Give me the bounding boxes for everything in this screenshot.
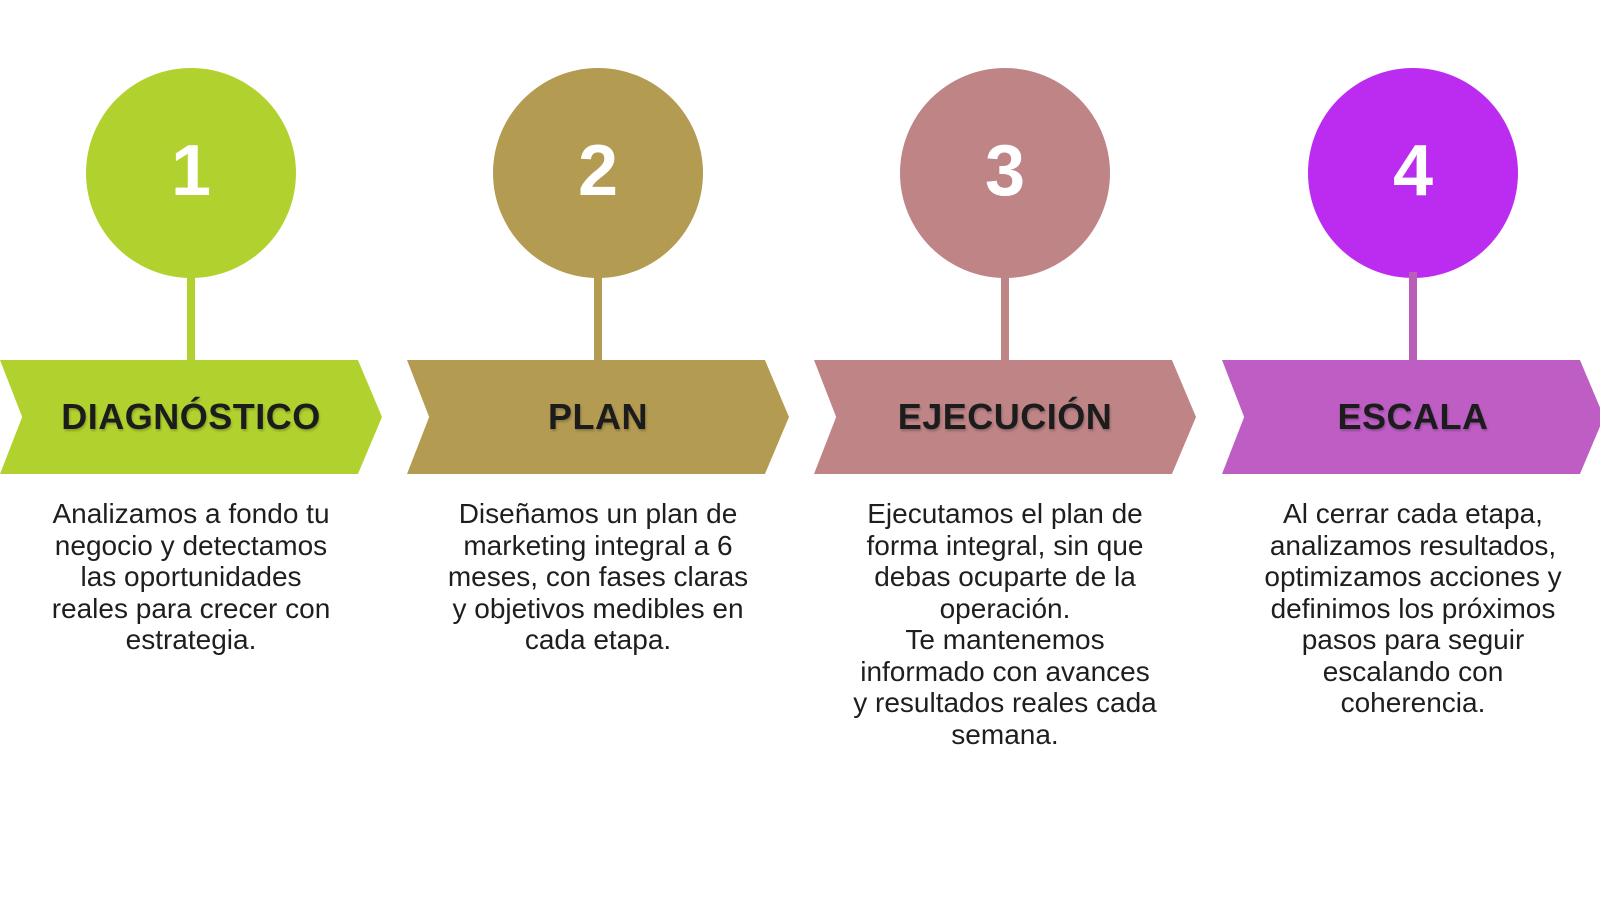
step-4-label: ESCALA (1337, 396, 1489, 437)
step-1-connector-line (187, 272, 195, 362)
step-2-arrow-banner: PLAN (407, 360, 789, 474)
step-1-arrow-banner: DIAGNÓSTICO (0, 360, 382, 474)
step-2-circle: 2 (493, 68, 703, 278)
step-4-description: Al cerrar cada etapa, analizamos resulta… (1264, 498, 1562, 718)
step-2-connector-line (594, 272, 602, 362)
step-1: 1 DIAGNÓSTICO Analizamos a fondo tu nego… (0, 0, 382, 900)
step-4-number: 4 (1392, 131, 1434, 211)
step-2-label: PLAN (548, 396, 648, 437)
step-1-label: DIAGNÓSTICO (61, 396, 321, 437)
step-4-circle: 4 (1308, 68, 1518, 278)
step-3-number: 3 (984, 131, 1026, 211)
step-2-number: 2 (577, 131, 619, 211)
step-2: 2 PLAN Diseñamos un plan de marketing in… (407, 0, 789, 900)
step-1-number: 1 (170, 131, 212, 211)
step-1-circle: 1 (86, 68, 296, 278)
step-3-circle: 3 (900, 68, 1110, 278)
step-3-arrow-banner: EJECUCIÓN (814, 360, 1196, 474)
step-4: 4 ESCALA Al cerrar cada etapa, analizamo… (1222, 0, 1600, 900)
step-4-arrow-banner: ESCALA (1222, 360, 1600, 474)
step-4-connector-line (1409, 272, 1417, 362)
step-3-connector-line (1001, 272, 1009, 362)
step-3-label: EJECUCIÓN (897, 396, 1113, 437)
step-3-description: Ejecutamos el plan de forma integral, si… (853, 498, 1157, 750)
step-1-description: Analizamos a fondo tu negocio y detectam… (51, 498, 331, 655)
step-3: 3 EJECUCIÓN Ejecutamos el plan de forma … (814, 0, 1196, 900)
step-2-description: Diseñamos un plan de marketing integral … (447, 498, 749, 655)
